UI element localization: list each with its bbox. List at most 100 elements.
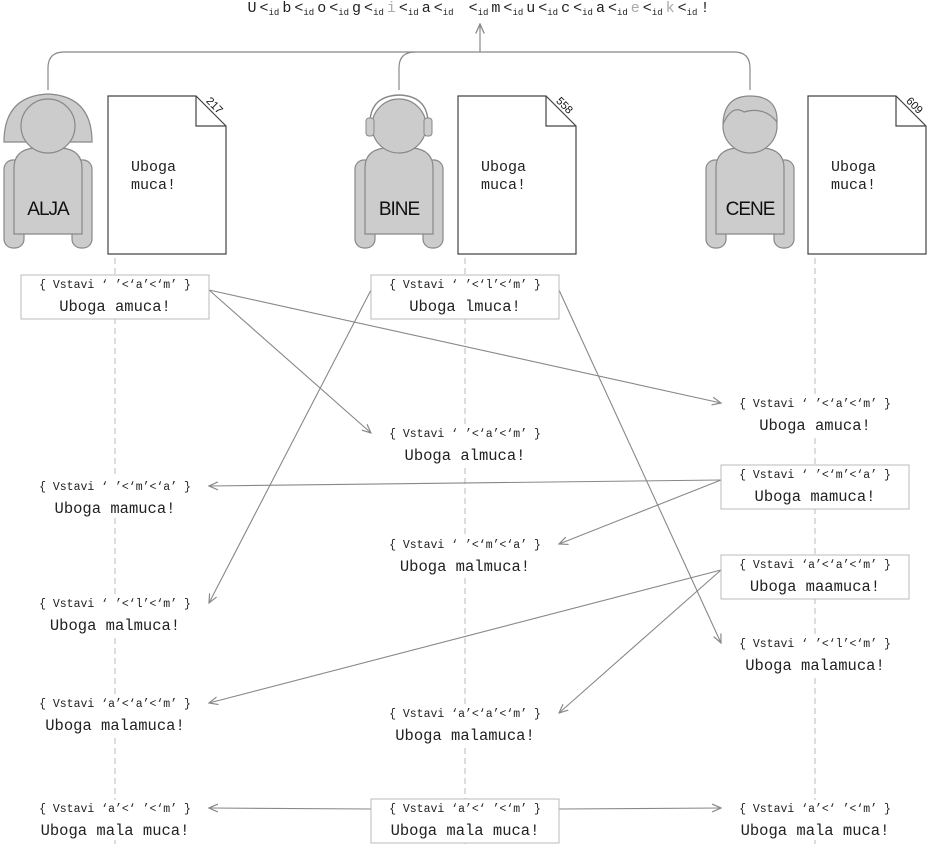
title-char: c xyxy=(561,0,573,17)
merge-tree xyxy=(47,24,751,90)
op-backdrop xyxy=(723,395,907,435)
document-text-line: Uboga xyxy=(831,159,876,176)
headphones-band xyxy=(369,94,429,129)
title-subscript: id xyxy=(478,8,489,18)
arrow-b_local-to-a_recv_b xyxy=(209,289,372,603)
op-box xyxy=(720,554,910,600)
title-subscript: id xyxy=(338,8,349,18)
title-char: < xyxy=(399,0,408,17)
op-box xyxy=(370,274,560,320)
op-backdrop xyxy=(373,536,557,576)
user-name: BINE xyxy=(379,199,420,220)
document-fold xyxy=(195,96,226,127)
document-page xyxy=(107,95,227,255)
op-a_local: { Vstavi ‘ ’<‘a’<‘m’ } Uboga amuca! xyxy=(20,274,210,320)
title-char: < xyxy=(538,0,547,17)
op-label: { Vstavi ‘a’<‘ ’<‘m’ } xyxy=(39,803,191,816)
op-label: { Vstavi ‘ ’<‘l’<‘m’ } xyxy=(739,638,891,651)
op-backdrop xyxy=(23,695,207,735)
arrow-c_local2-to-a_recv_c2 xyxy=(209,569,722,703)
short-hair xyxy=(722,95,778,125)
title-char: i xyxy=(387,0,399,17)
op-label: { Vstavi ‘a’<‘a’<‘m’ } xyxy=(39,698,191,711)
op-result: Uboga amuca! xyxy=(759,417,871,435)
document-text-line: Uboga xyxy=(481,159,526,176)
title-char: < xyxy=(260,0,269,17)
torso xyxy=(364,147,434,235)
op-a_recv_c2: { Vstavi ‘a’<‘a’<‘m’ } Uboga malamuca! xyxy=(23,695,207,735)
op-label: { Vstavi ‘ ’<‘m’<‘a’ } xyxy=(389,539,541,552)
title-subscript: id xyxy=(269,8,280,18)
title-subscript: id xyxy=(617,8,628,18)
op-b_recv_c2: { Vstavi ‘a’<‘a’<‘m’ }Uboga malamuca! xyxy=(373,705,557,745)
op-label: { Vstavi ‘a’<‘a’<‘m’ } xyxy=(389,708,541,721)
title-char: < xyxy=(294,0,303,17)
op-box xyxy=(720,464,910,510)
op-label: { Vstavi ‘ ’<‘m’<‘a’ } xyxy=(39,481,191,494)
document-text-line: muca! xyxy=(131,177,176,194)
arrow-c_local2-to-b_recv_c2 xyxy=(559,569,722,713)
arrow-b_final-to-a_final xyxy=(209,808,372,809)
op-b_local: { Vstavi ‘ ’<‘l’<‘m’ } Uboga lmuca! xyxy=(370,274,560,320)
title-subscript: id xyxy=(547,8,558,18)
op-backdrop xyxy=(23,800,207,840)
title-subscript: id xyxy=(582,8,593,18)
op-backdrop xyxy=(373,425,557,465)
title-subscript: id xyxy=(652,8,663,18)
document-text-line: Uboga xyxy=(131,159,176,176)
title-char: m xyxy=(491,0,503,17)
user-name: ALJA xyxy=(27,199,70,220)
op-result: Uboga malmuca! xyxy=(50,617,180,635)
document-text-line: muca! xyxy=(831,177,876,194)
title-char: < xyxy=(503,0,512,17)
op-label: { Vstavi ‘ ’<‘l’<‘m’ } xyxy=(39,598,191,611)
arrow-a_local-to-c_recv_a xyxy=(208,289,721,403)
torso xyxy=(715,147,785,235)
op-label: { Vstavi ‘ ’<‘l’<‘m’ } xyxy=(389,279,541,292)
arrow-c_local1-to-b_recv_c1 xyxy=(559,479,722,544)
op-a_recv_c1: { Vstavi ‘ ’<‘m’<‘a’ } Uboga mamuca! xyxy=(23,478,207,518)
op-c_recv_b: { Vstavi ‘ ’<‘l’<‘m’ }Uboga malamuca! xyxy=(723,635,907,675)
op-label: { Vstavi ‘ ’<‘a’<‘m’ } xyxy=(39,279,191,292)
title-char: ! xyxy=(700,0,712,17)
op-result: Uboga mala muca! xyxy=(391,822,540,840)
op-backdrop xyxy=(723,800,907,840)
op-result: Uboga lmuca! xyxy=(409,298,521,316)
title-char: < xyxy=(608,0,617,17)
title-char: g xyxy=(352,0,364,17)
op-b_final: { Vstavi ‘a’<‘ ’<‘m’ } Uboga mala muca! xyxy=(370,798,560,844)
title-char: < xyxy=(573,0,582,17)
title-subscript: id xyxy=(512,8,523,18)
op-result: Uboga malamuca! xyxy=(45,717,185,735)
title-char: < xyxy=(364,0,373,17)
title-char: a xyxy=(596,0,608,17)
title-char: u xyxy=(526,0,538,17)
op-a_recv_b: { Vstavi ‘ ’<‘l’<‘m’ } Uboga malmuca! xyxy=(23,595,207,635)
title-char: < xyxy=(643,0,652,17)
op-result: Uboga almuca! xyxy=(405,447,526,465)
title-char: < xyxy=(469,0,478,17)
op-c_local1: { Vstavi ‘ ’<‘m’<‘a’ }Uboga mamuca! xyxy=(720,464,910,510)
op-c_final: { Vstavi ‘a’<‘ ’<‘m’ }Uboga mala muca! xyxy=(723,800,907,840)
op-backdrop xyxy=(23,595,207,635)
op-result: Uboga mamuca! xyxy=(55,500,176,518)
title-subscript: id xyxy=(373,8,384,18)
title-char: a xyxy=(422,0,434,17)
title-subscript: id xyxy=(443,8,454,18)
op-label: { Vstavi ‘a’<‘a’<‘m’ } xyxy=(739,559,891,572)
op-label: { Vstavi ‘a’<‘ ’<‘m’ } xyxy=(389,803,541,816)
op-b_recv_a: { Vstavi ‘ ’<‘a’<‘m’ }Uboga almuca! xyxy=(373,425,557,465)
head xyxy=(371,98,427,154)
title-subscript: id xyxy=(687,8,698,18)
op-result: Uboga mala muca! xyxy=(741,822,890,840)
op-result: Uboga amuca! xyxy=(59,298,171,316)
op-result: Uboga mamuca! xyxy=(755,488,876,506)
document-fold xyxy=(895,96,926,127)
op-result: Uboga maamuca! xyxy=(750,578,880,596)
torso xyxy=(13,147,83,235)
